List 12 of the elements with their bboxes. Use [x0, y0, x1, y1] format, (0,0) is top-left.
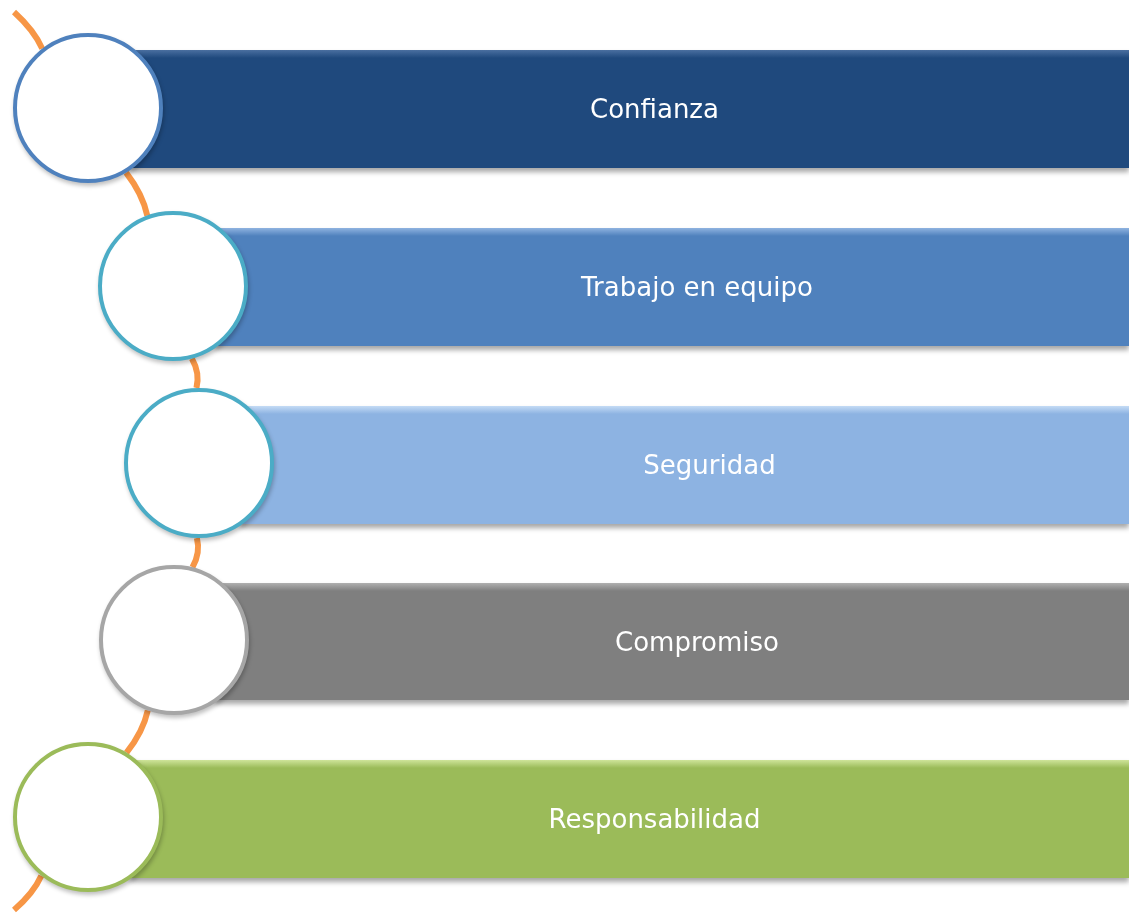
- bar-title: Confianza: [590, 94, 719, 124]
- connector-line: [11, 9, 45, 50]
- banner-bar: [130, 760, 1129, 878]
- connector-line: [124, 709, 151, 755]
- bar-title: Seguridad: [643, 450, 776, 480]
- bar-title: Responsabilidad: [548, 804, 761, 834]
- connector-line: [189, 537, 202, 569]
- bar-title: Compromiso: [615, 626, 779, 657]
- connector-line: [189, 357, 201, 389]
- bar-title: Trabajo en equipo: [581, 272, 813, 302]
- connector-line: [123, 170, 151, 217]
- connector-line: [12, 874, 44, 913]
